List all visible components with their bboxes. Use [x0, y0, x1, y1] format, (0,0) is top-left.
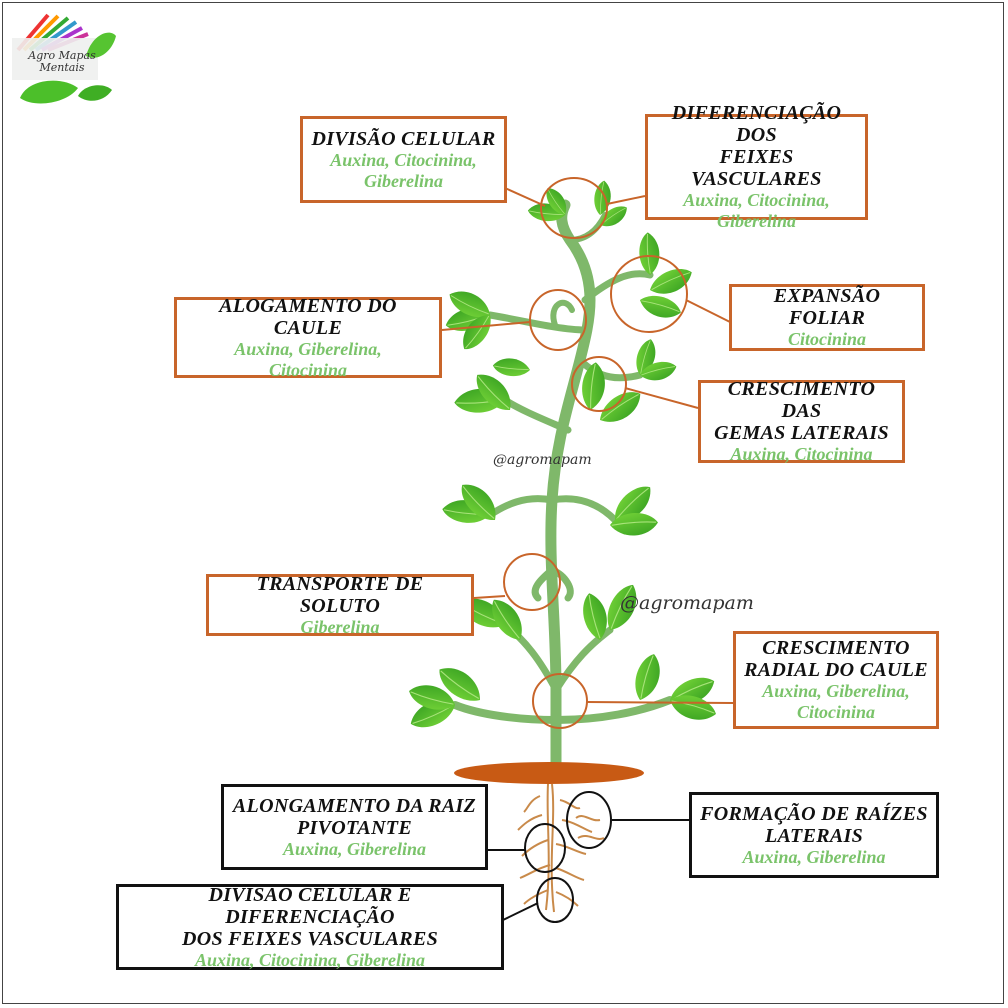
leaf-icon	[86, 32, 116, 58]
callout-circle	[610, 255, 688, 333]
shoot-callouts	[441, 177, 734, 729]
watermark: @agromapam	[620, 592, 754, 614]
callout-circle	[536, 877, 574, 923]
label-title: RADIAL DO CAULE	[744, 659, 928, 681]
label-hormones: Auxina, Giberelina,	[234, 338, 382, 359]
root-callouts	[487, 791, 690, 923]
leader-line	[606, 195, 646, 205]
logo-line-2: Mentais	[39, 61, 85, 74]
label-hormones: Citocinina	[796, 702, 876, 722]
label-title: DIVISÃO CELULAR E DIFERENCIAÇÃO	[208, 883, 412, 928]
label-title: DOS FEIXES VASCULARES	[181, 927, 439, 950]
label-title: CRESCIMENTO DAS	[727, 378, 876, 422]
callout-circle	[529, 289, 587, 351]
leader-line	[504, 187, 546, 207]
label-alogamento-caule: ALOGAMENTO DO CAULE Auxina, Giberelina, …	[174, 294, 442, 380]
label-hormones: Auxina, Giberelina	[742, 846, 886, 867]
label-title: CRESCIMENTO	[762, 637, 910, 659]
label-title: ALOGAMENTO DO CAULE	[219, 294, 397, 339]
roots	[517, 783, 605, 913]
logo-line-1: Agro Mapas	[28, 49, 96, 62]
label-title: PIVOTANTE	[297, 816, 412, 839]
callout-circle	[540, 177, 608, 239]
label-hormones: Auxina, Citocinina,	[683, 190, 830, 210]
label-hormones: Citocinina	[787, 329, 867, 349]
leader-line	[685, 299, 731, 323]
callout-circle	[503, 553, 561, 611]
callout-circle	[566, 791, 612, 849]
label-diferenciacao-feixes: DIFERENCIAÇÃO DOS FEIXES VASCULARES Auxi…	[645, 102, 868, 231]
label-crescimento-gemas: CRESCIMENTO DAS GEMAS LATERAIS Auxina, C…	[698, 378, 905, 464]
label-title: FEIXES VASCULARES	[691, 146, 822, 190]
leaf-icon	[78, 85, 112, 101]
label-transporte-soluto: TRANSPORTE DE SOLUTO Giberelina	[206, 572, 474, 637]
callout-circle	[524, 823, 566, 873]
soil	[454, 762, 644, 784]
leaf-icon	[20, 80, 78, 104]
label-expansao-foliar: EXPANSÃO FOLIAR Citocinina	[729, 284, 925, 351]
callout-circle	[571, 356, 627, 412]
leader-line	[441, 321, 531, 331]
label-divisao-celular: DIVISÃO CELULAR Auxina, Citocinina, Gibe…	[300, 116, 507, 203]
label-title: ALONGAMENTO DA RAIZ	[232, 794, 477, 817]
label-hormones: Giberelina	[364, 170, 443, 191]
label-hormones: Citocinina	[268, 359, 348, 380]
label-hormones: Auxina, Giberelina,	[762, 681, 910, 701]
label-title: DIFERENCIAÇÃO DOS	[671, 102, 842, 146]
leader-line	[586, 701, 734, 704]
label-hormones: Auxina, Giberelina	[282, 838, 427, 859]
label-title: EXPANSÃO FOLIAR	[773, 285, 881, 329]
label-hormones: Auxina, Citocinina	[730, 444, 873, 464]
label-divisao-diferenciacao-raiz: DIVISÃO CELULAR E DIFERENCIAÇÃO DOS FEIX…	[116, 884, 504, 970]
label-alongamento-raiz: ALONGAMENTO DA RAIZ PIVOTANTE Auxina, Gi…	[221, 784, 488, 870]
label-title: TRANSPORTE DE SOLUTO	[256, 572, 424, 617]
watermark: @agromapam	[493, 452, 592, 468]
logo: Agro Mapas Mentais	[8, 10, 120, 110]
callout-circle	[532, 673, 588, 729]
label-title: LATERAIS	[765, 824, 863, 847]
leader-line	[502, 902, 539, 921]
label-hormones: Auxina, Citocinina,	[330, 149, 477, 170]
label-title: DIVISÃO CELULAR	[311, 127, 496, 150]
label-hormones: Giberelina	[300, 616, 380, 637]
label-hormones: Giberelina	[717, 211, 796, 231]
logo-graphic	[12, 13, 116, 104]
label-crescimento-radial: CRESCIMENTO RADIAL DO CAULE Auxina, Gibe…	[733, 631, 939, 729]
label-hormones: Auxina, Citocinina, Giberelina	[194, 949, 426, 970]
label-title: GEMAS LATERAIS	[714, 422, 889, 444]
leader-line	[473, 595, 506, 599]
logo-text: Agro Mapas Mentais	[22, 50, 102, 74]
label-title: FORMAÇÃO DE RAÍZES	[700, 802, 928, 825]
leader-line	[624, 387, 699, 409]
label-formacao-raizes: FORMAÇÃO DE RAÍZES LATERAIS Auxina, Gibe…	[689, 792, 939, 878]
